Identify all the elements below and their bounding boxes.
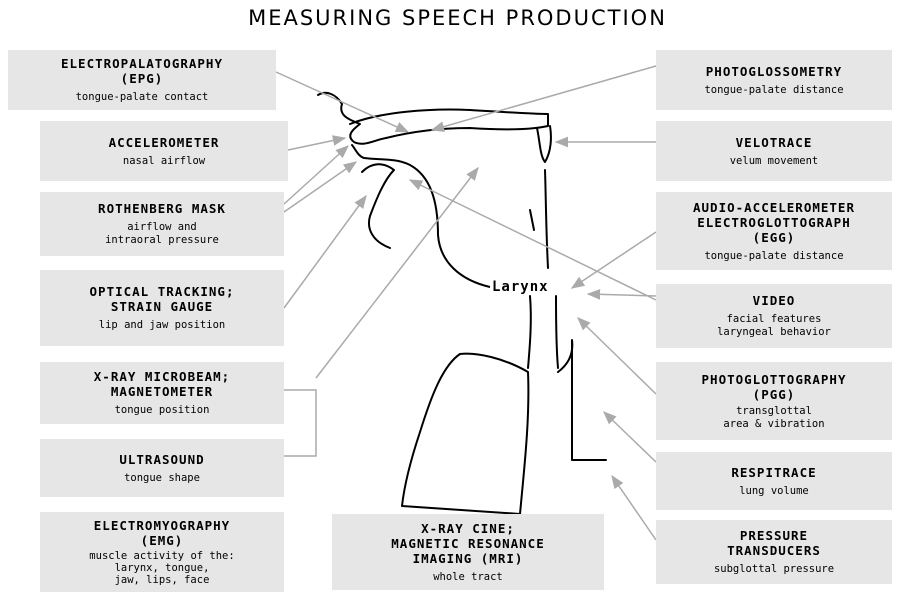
lower-lip-outline bbox=[362, 164, 394, 248]
pgg-desc: transglottal area & vibration bbox=[723, 405, 824, 431]
epg-box: ELECTROPALATOGRAPHY (EPG) tongue-palate … bbox=[8, 50, 276, 110]
trachea-right-outline bbox=[556, 296, 558, 368]
xray-microbeam-desc: tongue position bbox=[115, 404, 210, 417]
epiglottis-outline bbox=[530, 210, 534, 230]
emg-box: ELECTROMYOGRAPHY (EMG) muscle activity o… bbox=[40, 512, 284, 592]
epg-desc: tongue-palate contact bbox=[76, 91, 209, 104]
velotrace-desc: velum movement bbox=[730, 155, 819, 168]
emg-title: ELECTROMYOGRAPHY (EMG) bbox=[94, 518, 230, 548]
video-desc: facial features laryngeal behavior bbox=[717, 313, 831, 339]
nose-outline bbox=[318, 93, 386, 144]
right-lung-outline bbox=[558, 340, 606, 460]
pharynx-wall-outline bbox=[545, 170, 548, 268]
photoglossometry-desc: tongue-palate distance bbox=[704, 84, 843, 97]
xray-microbeam-title: X-RAY MICROBEAM; MAGNETOMETER bbox=[94, 369, 230, 399]
mri-desc: whole tract bbox=[433, 571, 503, 584]
accelerometer-desc: nasal airflow bbox=[123, 155, 205, 168]
photoglossometry-box: PHOTOGLOSSOMETRY tongue-palate distance bbox=[656, 50, 892, 110]
respitrace-title: RESPITRACE bbox=[731, 465, 816, 480]
accelerometer-title: ACCELEROMETER bbox=[109, 135, 220, 150]
velotrace-box: VELOTRACE velum movement bbox=[656, 121, 892, 181]
velum-outline bbox=[537, 126, 551, 162]
ultrasound-desc: tongue shape bbox=[124, 472, 200, 485]
pgg-title: PHOTOGLOTTOGRAPHY (PGG) bbox=[702, 372, 847, 402]
larynx-label: Larynx bbox=[490, 279, 551, 295]
pressure-transducers-box: PRESSURE TRANSDUCERS subglottal pressure bbox=[656, 520, 892, 584]
ultrasound-title: ULTRASOUND bbox=[119, 452, 204, 467]
egg-box: AUDIO-ACCELEROMETER ELECTROGLOTTOGRAPH (… bbox=[656, 192, 892, 270]
epg-title: ELECTROPALATOGRAPHY (EPG) bbox=[61, 56, 223, 86]
rothenberg-mask-title: ROTHENBERG MASK bbox=[98, 201, 226, 216]
respitrace-box: RESPITRACE lung volume bbox=[656, 452, 892, 510]
egg-title: AUDIO-ACCELEROMETER ELECTROGLOTTOGRAPH (… bbox=[693, 200, 855, 245]
video-title: VIDEO bbox=[753, 293, 796, 308]
trachea-left-outline bbox=[528, 296, 531, 368]
pressure-transducers-title: PRESSURE TRANSDUCERS bbox=[727, 528, 821, 558]
optical-tracking-title: OPTICAL TRACKING; STRAIN GAUGE bbox=[90, 284, 235, 314]
mri-title: X-RAY CINE; MAGNETIC RESONANCE IMAGING (… bbox=[391, 521, 544, 566]
rothenberg-mask-box: ROTHENBERG MASK airflow and intraoral pr… bbox=[40, 192, 284, 256]
photoglossometry-title: PHOTOGLOSSOMETRY bbox=[706, 64, 842, 79]
respitrace-desc: lung volume bbox=[739, 485, 809, 498]
video-box: VIDEO facial features laryngeal behavior bbox=[656, 284, 892, 348]
palate-outline bbox=[350, 110, 548, 138]
tongue-outline bbox=[352, 145, 490, 287]
xray-microbeam-box: X-RAY MICROBEAM; MAGNETOMETER tongue pos… bbox=[40, 362, 284, 424]
optical-tracking-desc: lip and jaw position bbox=[99, 319, 225, 332]
rothenberg-mask-desc: airflow and intraoral pressure bbox=[105, 221, 219, 247]
mri-box: X-RAY CINE; MAGNETIC RESONANCE IMAGING (… bbox=[332, 514, 604, 590]
accelerometer-box: ACCELEROMETER nasal airflow bbox=[40, 121, 288, 181]
velotrace-title: VELOTRACE bbox=[736, 135, 813, 150]
pressure-transducers-desc: subglottal pressure bbox=[714, 563, 834, 576]
optical-tracking-box: OPTICAL TRACKING; STRAIN GAUGE lip and j… bbox=[40, 270, 284, 346]
left-lung-outline bbox=[402, 354, 528, 514]
ultrasound-box: ULTRASOUND tongue shape bbox=[40, 439, 284, 497]
pgg-box: PHOTOGLOTTOGRAPHY (PGG) transglottal are… bbox=[656, 362, 892, 440]
egg-desc: tongue-palate distance bbox=[704, 250, 843, 263]
emg-desc: muscle activity of the: larynx, tongue, … bbox=[89, 550, 234, 586]
